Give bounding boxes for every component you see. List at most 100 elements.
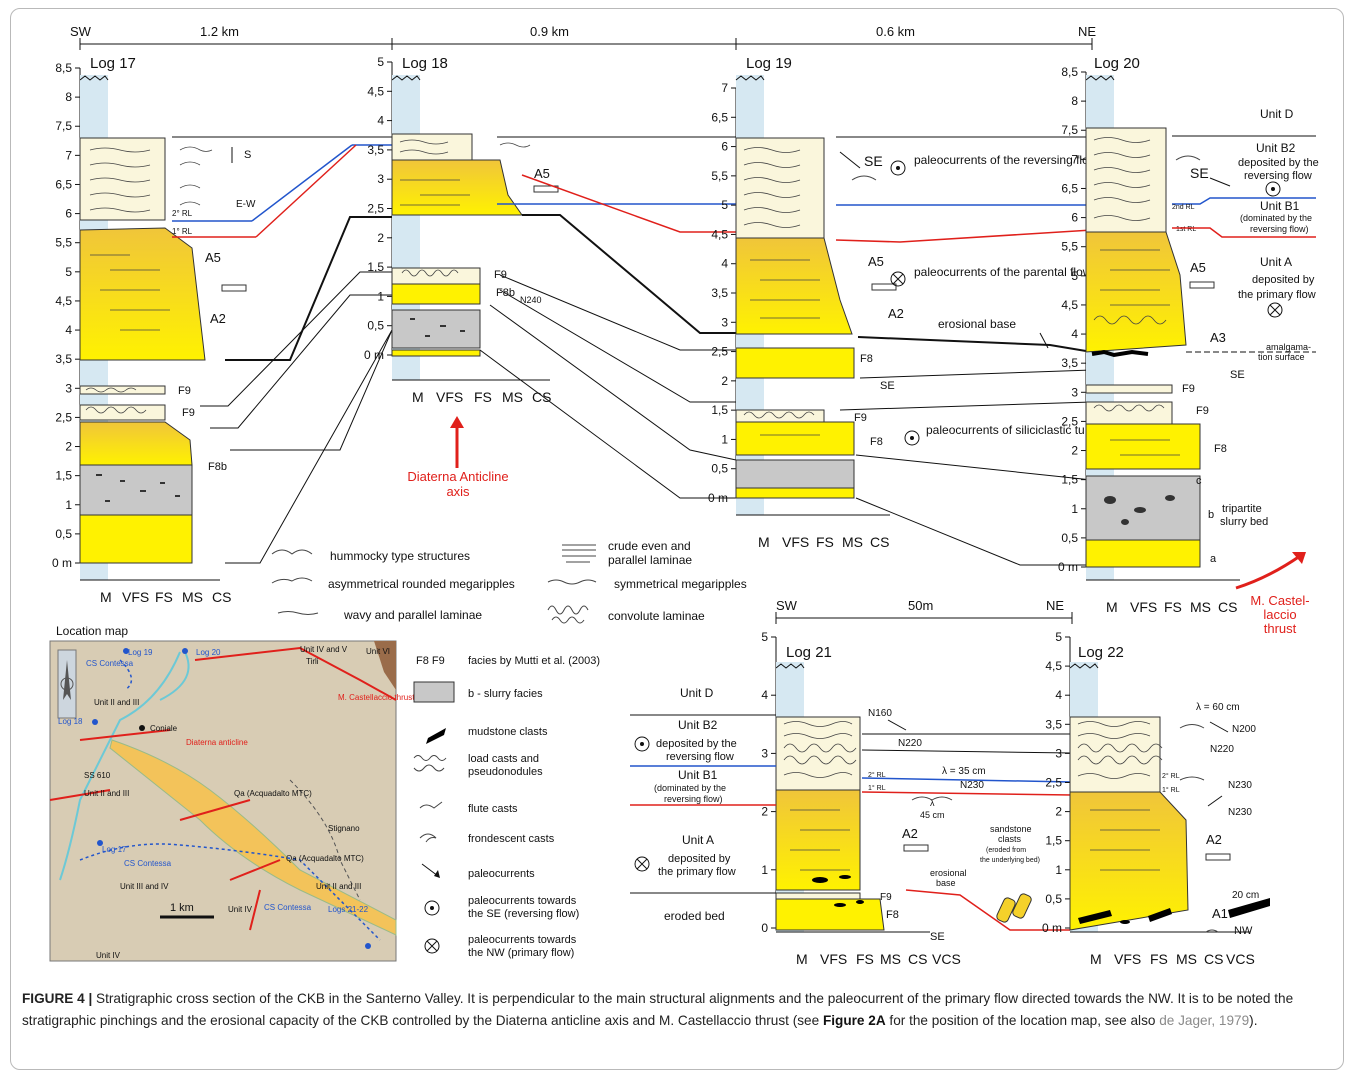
symbol-legend: F8 F9 facies by Mutti et al. (2003) b - … xyxy=(413,655,600,959)
log-20-label-b: b xyxy=(1208,509,1214,521)
scale-tick-label: 6 xyxy=(1071,211,1078,225)
figure-caption: FIGURE 4 | Stratigraphic cross section o… xyxy=(22,988,1322,1032)
scale-tick-label: 1 xyxy=(377,289,384,303)
scale-tick-label: 3 xyxy=(1055,746,1062,760)
log-17-label-s: S xyxy=(244,149,251,161)
caption-reference-link[interactable]: de Jager, 1979 xyxy=(1159,1013,1250,1028)
scale-tick-label: 3 xyxy=(377,172,384,186)
scale-tick-label: 2,5 xyxy=(367,202,384,216)
scale-tick-label: 4 xyxy=(721,257,728,271)
scale-tick-label: 0,5 xyxy=(711,462,728,476)
figure-graphic: SW 1.2 km 0.9 km 0.6 km NE 8,587,576,565… xyxy=(49,24,1319,967)
legend-asymmetrical: asymmetrical rounded megaripples xyxy=(328,577,515,591)
log-21-n160: N160 xyxy=(868,708,892,719)
profile-distance-1: 1.2 km xyxy=(200,24,239,39)
scale-tick-label: 5,5 xyxy=(1061,240,1078,254)
log-19-grain-cs: CS xyxy=(870,534,889,550)
scale-tick-label: 7 xyxy=(1071,152,1078,166)
log-19-grain-fs: FS xyxy=(816,534,834,550)
scale-tick-label: 2,5 xyxy=(55,410,72,424)
log-17-scale: 8,587,576,565,554,543,532,521,510,50 m xyxy=(52,61,81,570)
location-map-title: Location map xyxy=(56,624,128,638)
profile-bar: SW 1.2 km 0.9 km 0.6 km NE xyxy=(70,24,1096,50)
log-18: 54,543,532,521,510,50 m Log 18 M VFS FS … xyxy=(364,55,736,499)
log-20-label-c: c xyxy=(1196,475,1202,487)
log-21-distance: 50m xyxy=(908,598,933,613)
scale-tick-label: 2,5 xyxy=(711,345,728,359)
scale-tick-label: 0 xyxy=(761,921,768,935)
log-17-label-f8b: F8b xyxy=(208,461,227,473)
log-17-label-rl1: 1° RL xyxy=(172,227,193,236)
scale-tick-label: 4,5 xyxy=(1061,298,1078,312)
log-21-sandstone-3: (eroded from xyxy=(986,847,1026,854)
log-19-scale: 76,565,554,543,532,521,510,50 m xyxy=(708,81,737,505)
castellaccio-label-3: thrust xyxy=(1264,621,1297,636)
scale-tick-label: 4 xyxy=(1071,327,1078,341)
unit-b2-desc-1: deposited by the xyxy=(656,738,737,750)
map-label: Qa (Acquadalto MTC) xyxy=(234,789,312,798)
log-21-erosional-1: erosional xyxy=(930,868,967,878)
scale-tick-label: 7,5 xyxy=(1061,123,1078,137)
log-20-scale: 8,587,576,565,554,543,532,521,510,50 m xyxy=(1058,65,1087,574)
log-19-label-parental: paleocurrents of the parental flow xyxy=(914,265,1092,279)
unit-d-label: Unit D xyxy=(680,686,714,700)
map-label: Unit IV xyxy=(96,951,121,960)
scale-tick-label: 5 xyxy=(1055,630,1062,644)
scale-tick-label: 6 xyxy=(721,140,728,154)
structure-legend: hummocky type structures asymmetrical ro… xyxy=(271,539,747,624)
castellaccio-label-2: laccio xyxy=(1263,607,1296,622)
scale-tick-label: 0 m xyxy=(1042,921,1062,935)
caption-figure-link[interactable]: Figure 2A xyxy=(822,1013,886,1028)
log-22-title: Log 22 xyxy=(1078,644,1124,661)
log-20-label-f9b: F9 xyxy=(1196,405,1209,417)
scale-tick-label: 0 m xyxy=(708,491,728,505)
diaterna-axis-label-2: axis xyxy=(446,484,470,499)
scale-tick-label: 7 xyxy=(721,81,728,95)
scale-tick-label: 1,5 xyxy=(711,403,728,417)
log-20-unit-b1: Unit B1 xyxy=(1260,199,1300,213)
log-22-rl1: 1° RL xyxy=(1162,786,1180,794)
log-20-unit-b1-desc-2: reversing flow) xyxy=(1250,224,1309,234)
unit-a-desc-2: the primary flow xyxy=(658,866,736,878)
log-18-label-n240: N240 xyxy=(520,295,542,305)
scale-tick-label: 8 xyxy=(1071,94,1078,108)
scale-tick-label: 0,5 xyxy=(367,319,384,333)
log-17-label-ew: E-W xyxy=(236,199,256,210)
map-label: Logs 21-22 xyxy=(328,905,369,914)
log-19-grain-m: M xyxy=(758,534,770,550)
legend-nw-1: paleocurrents towards xyxy=(468,934,577,946)
scale-tick-label: 1,5 xyxy=(1061,473,1078,487)
log-22-n230a: N230 xyxy=(1228,780,1252,791)
legend-hummocky: hummocky type structures xyxy=(330,549,470,563)
legend-symmetrical: symmetrical megaripples xyxy=(614,577,747,591)
log-22-lambda: λ = 60 cm xyxy=(1196,702,1240,713)
scale-tick-label: 2 xyxy=(761,805,768,819)
log-20-amalgamation-1: amalgama- xyxy=(1266,342,1311,352)
legend-frond: frondescent casts xyxy=(468,833,555,845)
scale-tick-label: 1,5 xyxy=(367,260,384,274)
log-19-label-se2: SE xyxy=(880,380,895,392)
map-label: Log 18 xyxy=(58,717,83,726)
log-21-grain-cs: CS xyxy=(908,951,927,967)
log-20-tripartite-2: slurry bed xyxy=(1220,516,1268,528)
log-19-label-f8: F8 xyxy=(860,353,873,365)
scale-tick-label: 5 xyxy=(1071,269,1078,283)
scale-tick-label: 3,5 xyxy=(55,352,72,366)
scale-tick-label: 4 xyxy=(377,114,384,128)
log-20-label-a3: A3 xyxy=(1210,330,1226,345)
scale-tick-label: 3,5 xyxy=(1045,717,1062,731)
scale-tick-label: 4,5 xyxy=(711,227,728,241)
log-20-grain-fs: FS xyxy=(1164,599,1182,615)
log-19-label-erosional: erosional base xyxy=(938,317,1016,331)
scale-tick-label: 3 xyxy=(721,315,728,329)
map-label: Stignano xyxy=(328,824,360,833)
log-21-n220: N220 xyxy=(898,738,922,749)
scale-tick-label: 7,5 xyxy=(55,119,72,133)
scale-tick-label: 6 xyxy=(65,207,72,221)
scale-tick-label: 2 xyxy=(377,231,384,245)
scale-tick-label: 5,5 xyxy=(711,169,728,183)
log-21-rl2: 2° RL xyxy=(868,771,886,779)
scale-tick-label: 1 xyxy=(721,432,728,446)
log-17-label-f9a: F9 xyxy=(178,385,191,397)
eroded-bed-label: eroded bed xyxy=(664,909,725,923)
